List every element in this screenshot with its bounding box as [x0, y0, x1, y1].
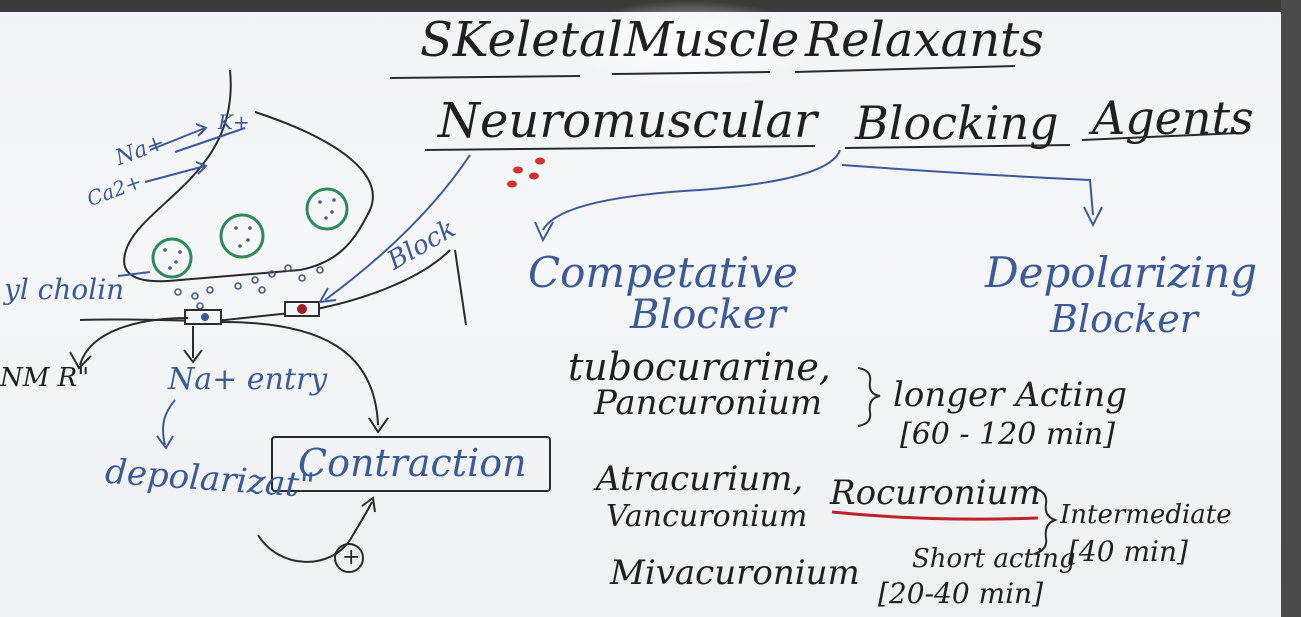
label-na-entry: Na+ entry [168, 365, 327, 395]
vesicle [221, 215, 263, 257]
branch-right-line1: Depolarizing [985, 252, 1257, 294]
label-longer-acting: longer Acting [893, 378, 1127, 412]
branch-left-line1: Competative [528, 252, 798, 294]
brace-longer [858, 368, 880, 426]
branch-arrow-right [842, 165, 1093, 215]
drug-pancuronium: Pancuronium [594, 386, 822, 420]
branch-right-line2: Blocker [1050, 300, 1198, 338]
label-nm-receptor: NM R" [0, 365, 89, 391]
vesicle [153, 239, 191, 277]
drug-atracurium: Atracurium, [596, 462, 803, 496]
label-longer-time: [60 - 120 min] [900, 420, 1115, 450]
na-to-depol-arrow [163, 400, 175, 445]
title-word-1: SKeletal [420, 16, 623, 64]
subtitle-word-3: Agents [1092, 95, 1254, 141]
drug-mivacurium: Mivacuronium [610, 556, 860, 590]
receptor-to-nmr-arrow [80, 318, 188, 365]
label-k: K+ [218, 112, 250, 132]
label-intermediate: Intermediate [1060, 502, 1232, 528]
red-dot [513, 167, 523, 174]
subtitle-word-2: Blocking [855, 100, 1059, 146]
vesicle [307, 189, 347, 229]
drug-vancuronium: Vancuronium [606, 502, 807, 532]
title-word-3: Relaxants [805, 16, 1044, 64]
label-contraction: Contraction [298, 444, 527, 482]
label-short-time: [20-40 min] [878, 580, 1043, 608]
red-dot [529, 173, 539, 180]
label-short-acting: Short acting [912, 546, 1076, 572]
branch-left-line2: Blocker [630, 295, 786, 335]
red-dot [535, 158, 545, 165]
label-intermediate-time: [40 min] [1068, 538, 1188, 566]
subtitle-word-1: Neuromuscular [438, 97, 817, 145]
title-underline-1 [390, 76, 580, 78]
nerve-terminal-outline [124, 70, 373, 281]
label-acetylcholine: yl cholin [4, 276, 124, 304]
drug-rocuronium: Rocuronium [830, 476, 1041, 510]
label-plus: + [342, 547, 360, 569]
title-underline-2 [612, 72, 770, 74]
drug-tubocurarine: tubocurarine, [568, 348, 831, 386]
red-dot [507, 181, 517, 188]
title-word-2: Muscle [624, 16, 799, 64]
branch-arrow-left [543, 150, 840, 230]
rocuronium-underline [832, 512, 1038, 519]
